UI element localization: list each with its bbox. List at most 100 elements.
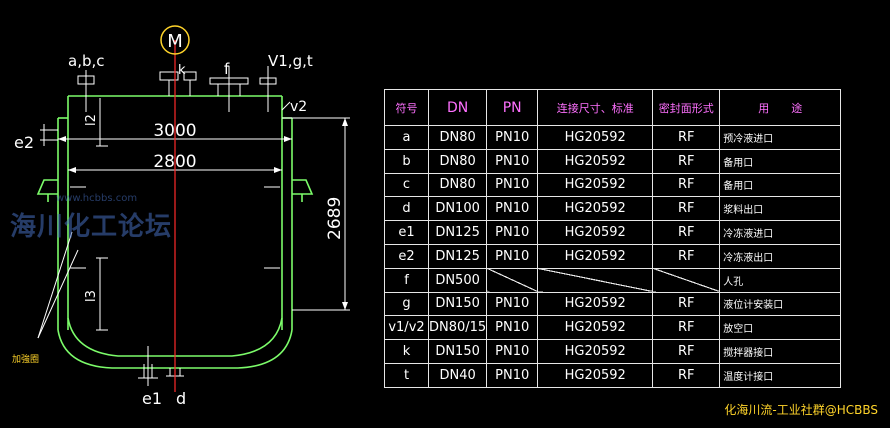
cell-pn: PN10 <box>486 291 539 317</box>
dim-label-l2: l2 <box>84 114 99 126</box>
cell-standard: HG20592 <box>537 148 654 174</box>
cell-standard <box>537 267 654 293</box>
dim-label-l3: l3 <box>84 290 99 302</box>
col-header-symbol: 符号 <box>384 89 429 126</box>
cell-symbol: e1 <box>384 220 429 245</box>
col-header-use: 用 途 <box>719 89 842 126</box>
cell-use: 预冷液进口 <box>719 125 842 150</box>
cell-use: 浆料出口 <box>719 196 842 222</box>
motor-symbol <box>160 25 190 55</box>
cell-dn: DN80/15 <box>427 315 488 341</box>
cell-symbol: a <box>384 125 429 150</box>
cell-standard: HG20592 <box>537 196 654 222</box>
col-header-dn: DN <box>427 89 488 126</box>
nozzle-label-v2: v2 <box>290 99 307 115</box>
nozzle-label-abc: a,b,c <box>68 52 105 70</box>
dim-height: 2689 <box>325 197 345 240</box>
cell-symbol: t <box>384 362 429 388</box>
cell-use: 冷冻液出口 <box>719 243 842 269</box>
cell-standard: HG20592 <box>537 243 654 269</box>
nozzle-label-v1gt: V1,g,t <box>268 52 313 70</box>
cell-face: RF <box>652 196 721 222</box>
nozzle-label-e2: e2 <box>14 133 34 152</box>
cell-symbol: c <box>384 172 429 198</box>
cell-standard: HG20592 <box>537 362 654 388</box>
cell-pn: PN10 <box>486 339 539 364</box>
cell-dn: DN80 <box>427 148 488 174</box>
dim-outer-width: 3000 <box>153 121 196 141</box>
cell-use: 搅拌器接口 <box>719 339 842 364</box>
jacket-note: 加強圈 <box>12 353 39 365</box>
cell-symbol: b <box>384 148 429 174</box>
cell-face: RF <box>652 362 721 388</box>
cell-use: 人孔 <box>719 267 842 293</box>
table-header-row: 符号 DN PN 连接尺寸、标准 密封面形式 用 途 <box>384 89 842 126</box>
cell-pn: PN10 <box>486 196 539 222</box>
nozzle-label-f: f <box>224 60 230 78</box>
cell-symbol: k <box>384 339 429 364</box>
cell-face <box>652 267 721 293</box>
nozzle-label-d: d <box>176 389 186 408</box>
cell-pn: PN10 <box>486 220 539 245</box>
cell-pn <box>486 267 539 293</box>
cell-symbol: d <box>384 196 429 222</box>
cell-dn: DN80 <box>427 125 488 150</box>
col-header-pn: PN <box>486 89 539 126</box>
cell-face: RF <box>652 339 721 364</box>
cell-dn: DN150 <box>427 339 488 364</box>
cell-dn: DN500 <box>427 267 488 293</box>
motor-label: M <box>167 31 183 52</box>
cell-dn: DN125 <box>427 243 488 269</box>
cell-dn: DN80 <box>427 172 488 198</box>
cell-dn: DN125 <box>427 220 488 245</box>
cell-symbol: f <box>384 267 429 293</box>
cell-use: 液位计安装口 <box>719 291 842 317</box>
cell-pn: PN10 <box>486 172 539 198</box>
cell-face: RF <box>652 172 721 198</box>
cell-pn: PN10 <box>486 125 539 150</box>
dim-inner-width: 2800 <box>153 152 196 172</box>
cell-face: RF <box>652 243 721 269</box>
cell-dn: DN100 <box>427 196 488 222</box>
cell-pn: PN10 <box>486 362 539 388</box>
nozzle-label-k: k <box>178 63 186 78</box>
cell-pn: PN10 <box>486 148 539 174</box>
nozzle-label-e1: e1 <box>142 389 162 408</box>
col-header-standard: 连接尺寸、标准 <box>537 89 654 126</box>
cell-face: RF <box>652 125 721 150</box>
cell-standard: HG20592 <box>537 315 654 341</box>
cell-pn: PN10 <box>486 315 539 341</box>
cell-face: RF <box>652 315 721 341</box>
cell-face: RF <box>652 291 721 317</box>
col-header-face: 密封面形式 <box>652 89 721 126</box>
cell-standard: HG20592 <box>537 125 654 150</box>
cell-pn: PN10 <box>486 243 539 269</box>
cell-dn: DN40 <box>427 362 488 388</box>
cell-use: 备用口 <box>719 172 842 198</box>
cell-standard: HG20592 <box>537 291 654 317</box>
cell-use: 放空口 <box>719 315 842 341</box>
cell-face: RF <box>652 220 721 245</box>
credit-text: 化海川流-工业社群@HCBBS <box>724 403 878 417</box>
nozzle-lines <box>37 66 350 386</box>
cell-standard: HG20592 <box>537 172 654 198</box>
cell-dn: DN150 <box>427 291 488 317</box>
cell-standard: HG20592 <box>537 339 654 364</box>
cell-symbol: e2 <box>384 243 429 269</box>
cell-standard: HG20592 <box>537 220 654 245</box>
cell-symbol: v1/v2 <box>384 315 429 341</box>
cell-face: RF <box>652 148 721 174</box>
cell-use: 冷冻液进口 <box>719 220 842 245</box>
